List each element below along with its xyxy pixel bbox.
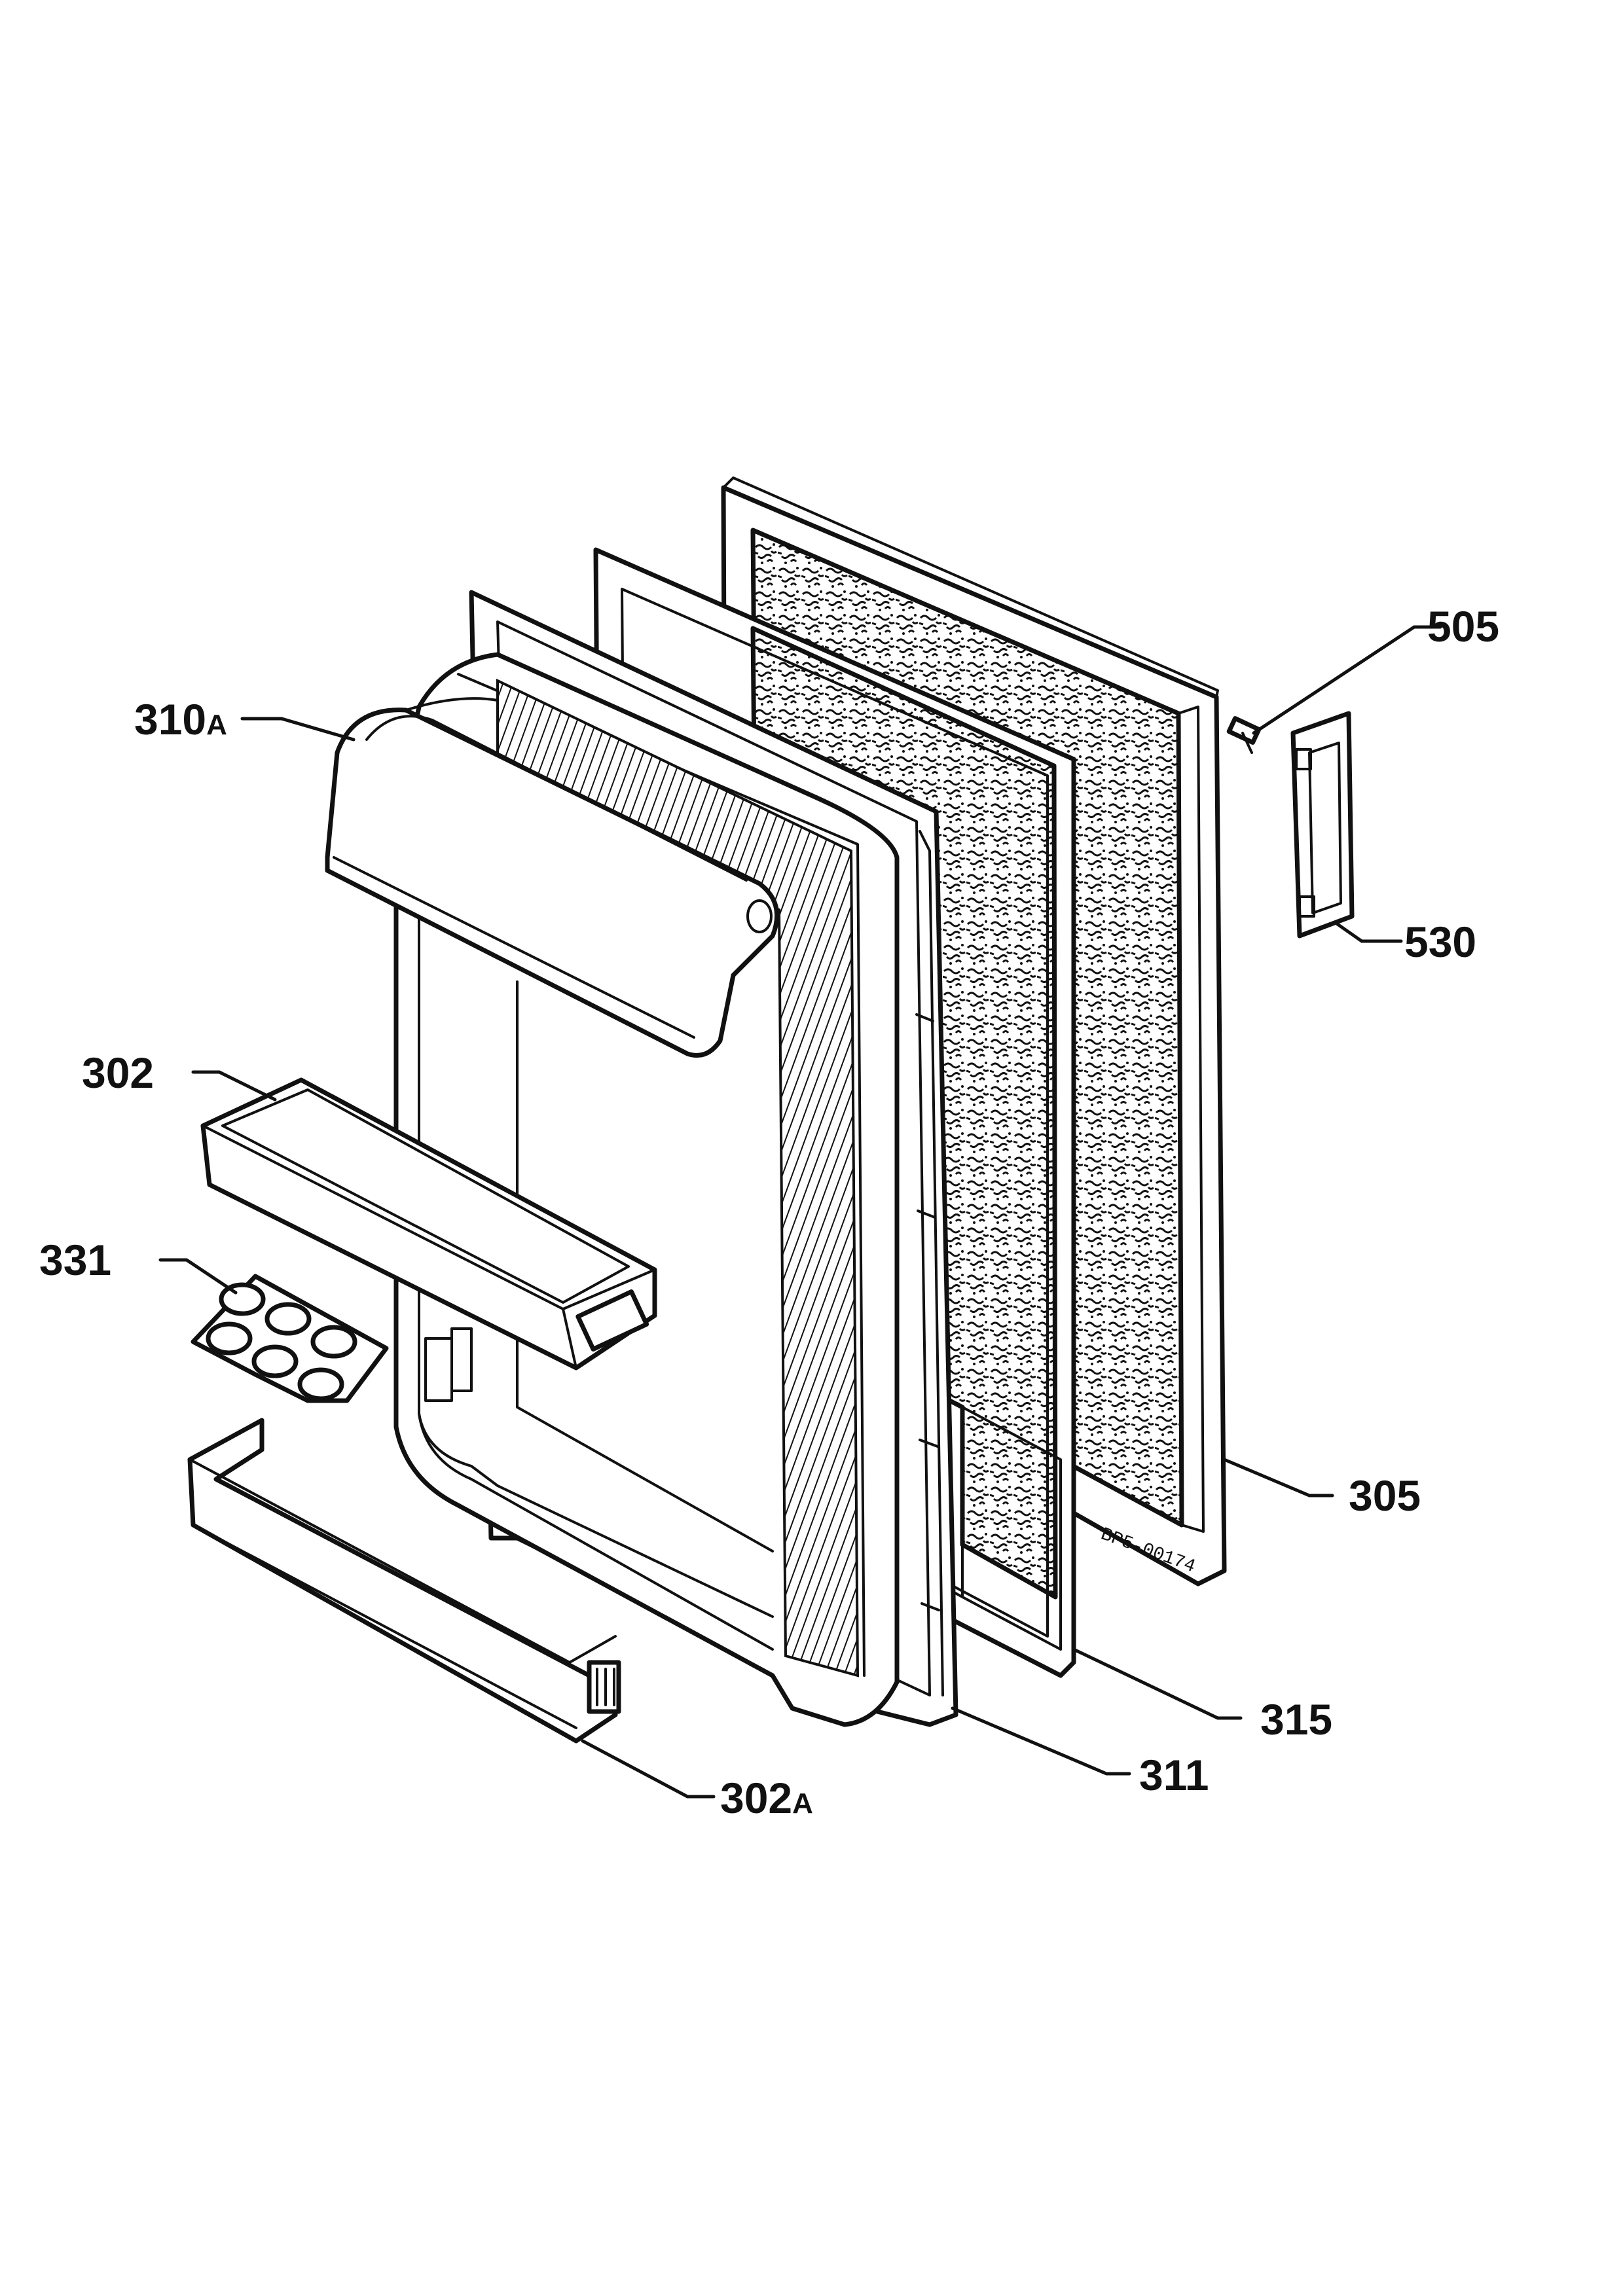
callout-315: 315 bbox=[1260, 1695, 1332, 1744]
screw bbox=[1226, 716, 1262, 754]
leader-331 bbox=[158, 1258, 238, 1295]
leader-302a bbox=[581, 1739, 716, 1799]
dairy-compartment-lid bbox=[325, 697, 780, 1058]
callout-302a: 302A bbox=[720, 1774, 813, 1822]
egg-tray bbox=[191, 1274, 389, 1403]
leader-310a bbox=[240, 717, 356, 742]
leader-315 bbox=[1072, 1647, 1243, 1720]
callout-302: 302 bbox=[82, 1049, 154, 1097]
leader-530 bbox=[1334, 921, 1403, 943]
leader-505 bbox=[1252, 625, 1442, 735]
callout-331: 331 bbox=[39, 1236, 111, 1284]
callout-305: 305 bbox=[1349, 1471, 1421, 1520]
bottle-shelf bbox=[187, 1418, 621, 1744]
door-shelf bbox=[200, 1077, 657, 1371]
leader-302 bbox=[191, 1070, 277, 1102]
callout-311: 311 bbox=[1139, 1751, 1209, 1799]
leader-305 bbox=[1222, 1458, 1334, 1498]
leader-311 bbox=[951, 1706, 1131, 1776]
callout-505: 505 bbox=[1427, 602, 1499, 651]
door-handle bbox=[1290, 711, 1355, 939]
callout-530: 530 bbox=[1404, 918, 1476, 966]
callout-310a: 310A bbox=[134, 695, 227, 744]
